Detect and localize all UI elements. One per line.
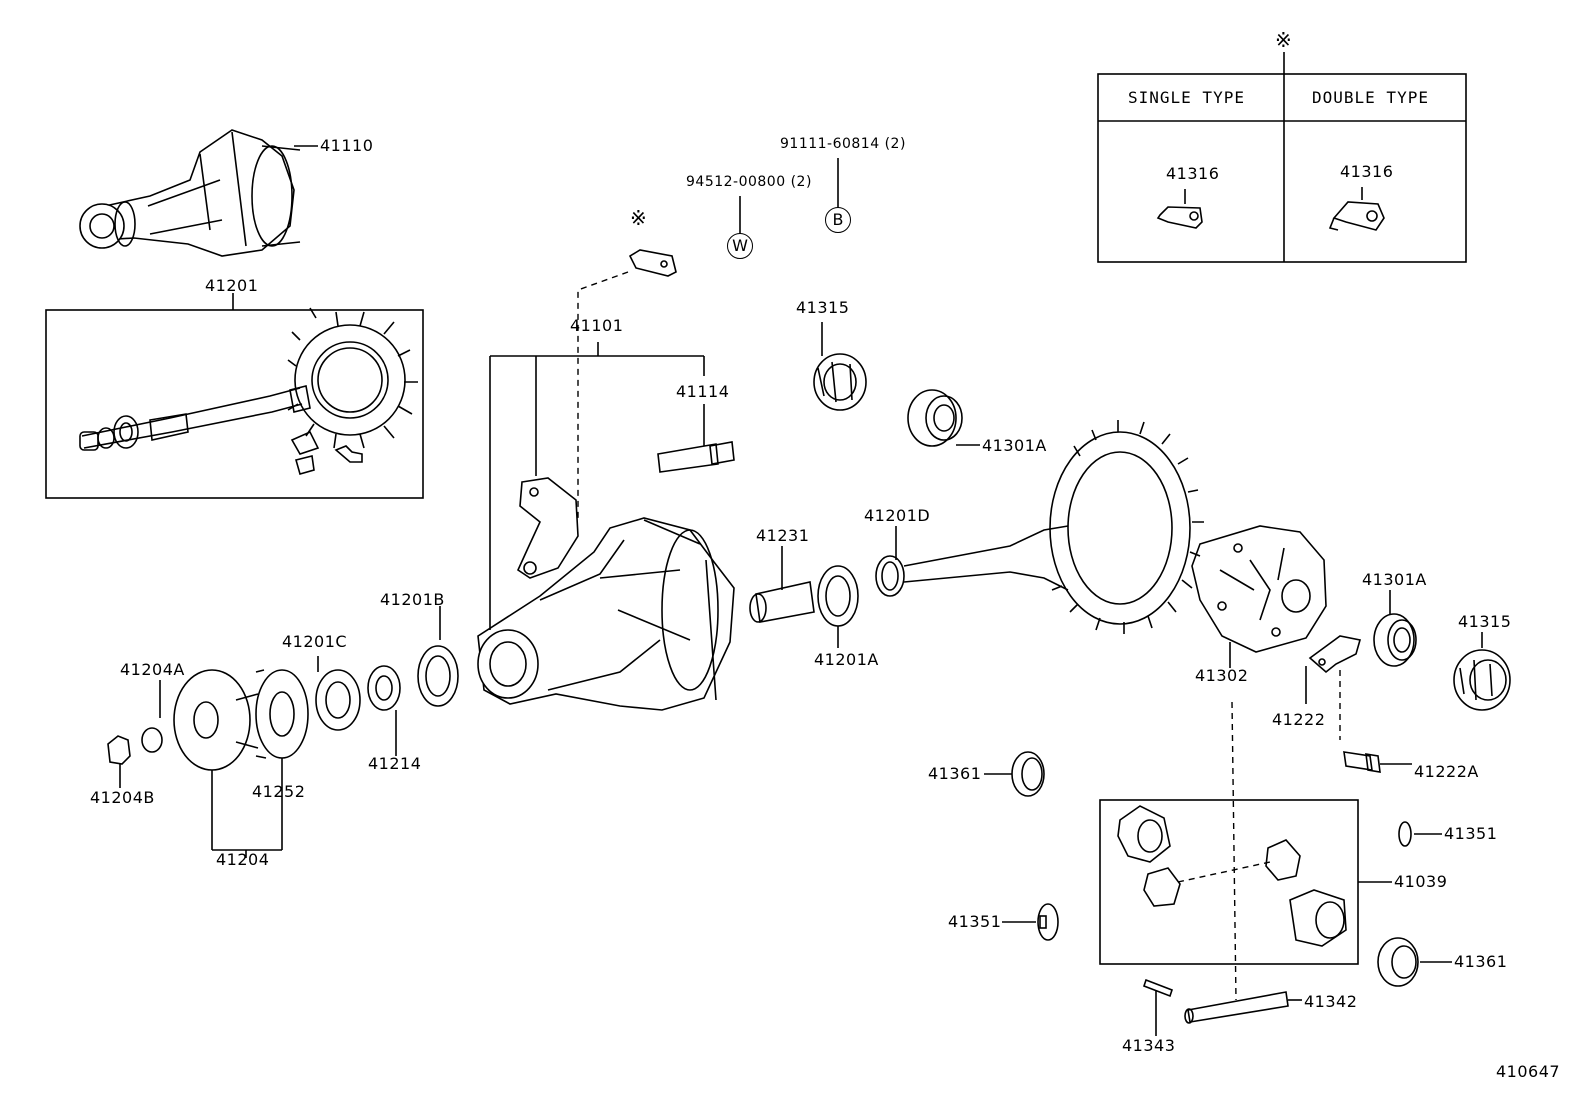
single-type-part-label: 41316 [1166, 164, 1220, 183]
right-bearings-drawing [1373, 590, 1511, 711]
part-label-41361-left: 41361 [928, 764, 982, 783]
single-type-bracket-drawing [1156, 189, 1203, 229]
part-label-41204: 41204 [216, 850, 270, 869]
double-type-header: DOUBLE TYPE [1312, 88, 1429, 107]
washer-fastener-label: 94512-00800 (2) [686, 174, 812, 190]
part-label-41201A: 41201A [814, 650, 879, 669]
single-type-header: SINGLE TYPE [1128, 88, 1245, 107]
part-label-41315-right: 41315 [1458, 612, 1512, 631]
note-mark-table: ※ [1275, 28, 1292, 52]
washer-symbol: W [727, 233, 753, 259]
part-label-41101: 41101 [570, 316, 624, 335]
differential-housing-drawing [477, 517, 735, 711]
lock-plate-41222-drawing [1305, 635, 1412, 773]
type-table-frame [1097, 52, 1467, 263]
part-label-41342: 41342 [1304, 992, 1358, 1011]
part-label-41201B: 41201B [380, 590, 445, 609]
figure-id: 410647 [1496, 1062, 1561, 1081]
part-label-41361-right: 41361 [1454, 952, 1508, 971]
pinion-bearing-stack-drawing [749, 526, 905, 648]
part-label-41110: 41110 [320, 136, 374, 155]
bolt-fastener-label: 91111-60814 (2) [780, 136, 906, 152]
carrier-bracket-41101-drawing [489, 249, 705, 630]
part-label-41039: 41039 [1394, 872, 1448, 891]
part-label-41201C: 41201C [282, 632, 348, 651]
part-label-41204A: 41204A [120, 660, 185, 679]
ring-gear-and-shaft-drawing [903, 420, 1204, 634]
part-label-41301A-right: 41301A [1362, 570, 1427, 589]
part-label-41343: 41343 [1122, 1036, 1176, 1055]
part-label-41114: 41114 [676, 382, 730, 401]
double-type-part-label: 41316 [1340, 162, 1394, 181]
fastener-leaders [739, 158, 839, 234]
stud-bolt-41114-drawing [657, 404, 735, 473]
lower-right-parts-drawing [984, 751, 1452, 1036]
note-mark-bracket: ※ [630, 206, 647, 230]
part-label-41222: 41222 [1272, 710, 1326, 729]
part-label-41315-upper: 41315 [796, 298, 850, 317]
companion-flange-group-drawing [107, 606, 459, 858]
part-label-41214: 41214 [368, 754, 422, 773]
part-label-41204B: 41204B [90, 788, 155, 807]
part-label-41351-left: 41351 [948, 912, 1002, 931]
upper-bearings-drawing [813, 322, 980, 447]
differential-case-41302-drawing [1191, 525, 1327, 1001]
bolt-symbol: B [825, 207, 851, 233]
part-label-41302: 41302 [1195, 666, 1249, 685]
part-label-41301A-upper: 41301A [982, 436, 1047, 455]
part-label-41252: 41252 [252, 782, 306, 801]
gear-set-41201-box [45, 293, 424, 499]
carrier-assembly-41110-drawing [79, 129, 318, 257]
part-label-41201D: 41201D [864, 506, 931, 525]
part-label-41351-right: 41351 [1444, 824, 1498, 843]
part-label-41222A: 41222A [1414, 762, 1479, 781]
part-label-41201: 41201 [205, 276, 259, 295]
double-type-bracket-drawing [1328, 187, 1385, 231]
part-label-41231: 41231 [756, 526, 810, 545]
